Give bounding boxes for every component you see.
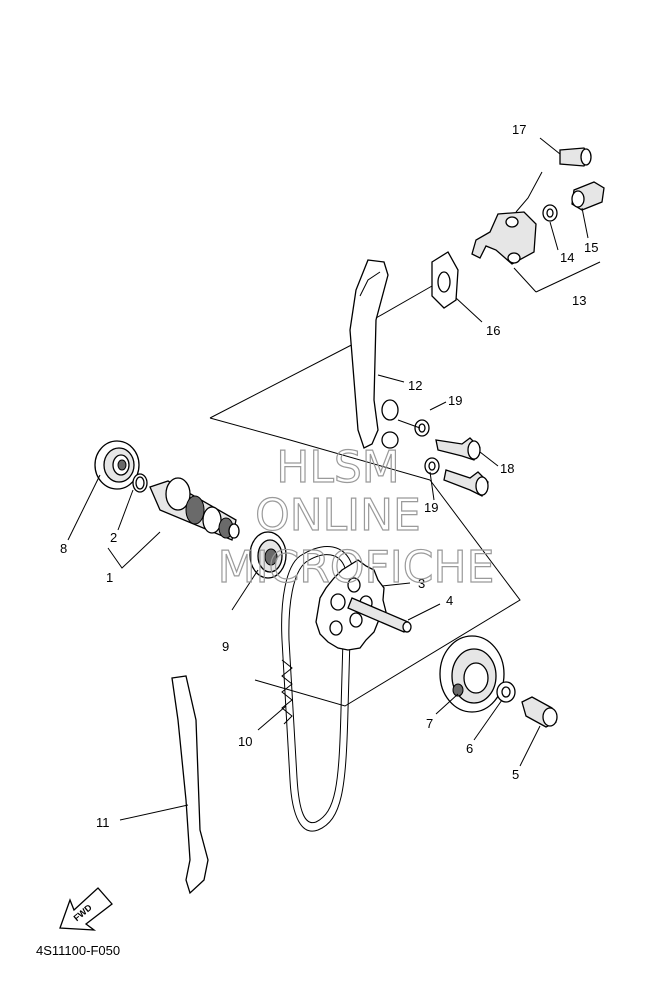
callout-9: 9 <box>222 639 229 654</box>
callout-8: 8 <box>60 541 67 556</box>
callout-12: 12 <box>408 378 422 393</box>
watermark: HLSM ONLINE MICROFICHE <box>217 441 495 593</box>
callout-4: 4 <box>446 593 453 608</box>
part-4-dowel-pin[interactable] <box>347 597 412 633</box>
callout-labels: 1 2 3 4 5 6 7 8 9 10 11 12 13 14 15 16 1… <box>60 122 598 830</box>
part-10-timing-chain[interactable] <box>281 546 353 832</box>
part-7-plate[interactable] <box>439 635 505 713</box>
callout-15: 15 <box>584 240 598 255</box>
callout-14: 14 <box>560 250 574 265</box>
part-12-tensioner-guide[interactable] <box>349 259 389 449</box>
part-18-bolt-lower[interactable] <box>443 469 489 497</box>
part-15-cap-bolt[interactable] <box>571 181 605 211</box>
callout-19-upper: 19 <box>448 393 462 408</box>
part-17-bolt[interactable] <box>559 147 592 167</box>
part-9-bearing[interactable] <box>249 531 287 579</box>
callout-10: 10 <box>238 734 252 749</box>
guide-pivot-bracket <box>381 399 399 449</box>
callout-13: 13 <box>572 293 586 308</box>
callout-17: 17 <box>512 122 526 137</box>
part-2-o-ring[interactable] <box>132 473 148 493</box>
part-5-bolt[interactable] <box>521 696 558 728</box>
callout-1: 1 <box>106 570 113 585</box>
callout-18: 18 <box>500 461 514 476</box>
part-6-washer[interactable] <box>496 681 516 703</box>
watermark-line-3: MICROFICHE <box>218 542 495 593</box>
fwd-arrow-icon: FWD <box>59 887 113 931</box>
part-19-washer-lower[interactable] <box>424 457 440 475</box>
part-18-bolt-upper[interactable] <box>435 437 481 461</box>
callout-19-lower: 19 <box>424 500 438 515</box>
watermark-line-2: ONLINE <box>255 490 421 541</box>
watermark-line-1: HLSM <box>276 442 400 493</box>
callout-7: 7 <box>426 716 433 731</box>
callout-5: 5 <box>512 767 519 782</box>
part-13-chain-tensioner[interactable] <box>471 211 537 265</box>
part-14-gasket[interactable] <box>542 204 558 222</box>
callout-16: 16 <box>486 323 500 338</box>
part-11-chain-guide[interactable] <box>171 675 209 895</box>
part-8-bearing[interactable] <box>94 440 140 490</box>
part-16-gasket[interactable] <box>431 251 459 309</box>
callout-3: 3 <box>418 576 425 591</box>
callout-11: 11 <box>96 815 110 830</box>
diagram-code: 4S11100-F050 <box>36 943 120 958</box>
leader-lines <box>67 137 601 821</box>
part-1-camshaft[interactable] <box>149 477 240 541</box>
callout-6: 6 <box>466 741 473 756</box>
part-19-washer-upper[interactable] <box>414 419 430 437</box>
assembly-plane-outline <box>209 337 521 707</box>
callout-2: 2 <box>110 530 117 545</box>
